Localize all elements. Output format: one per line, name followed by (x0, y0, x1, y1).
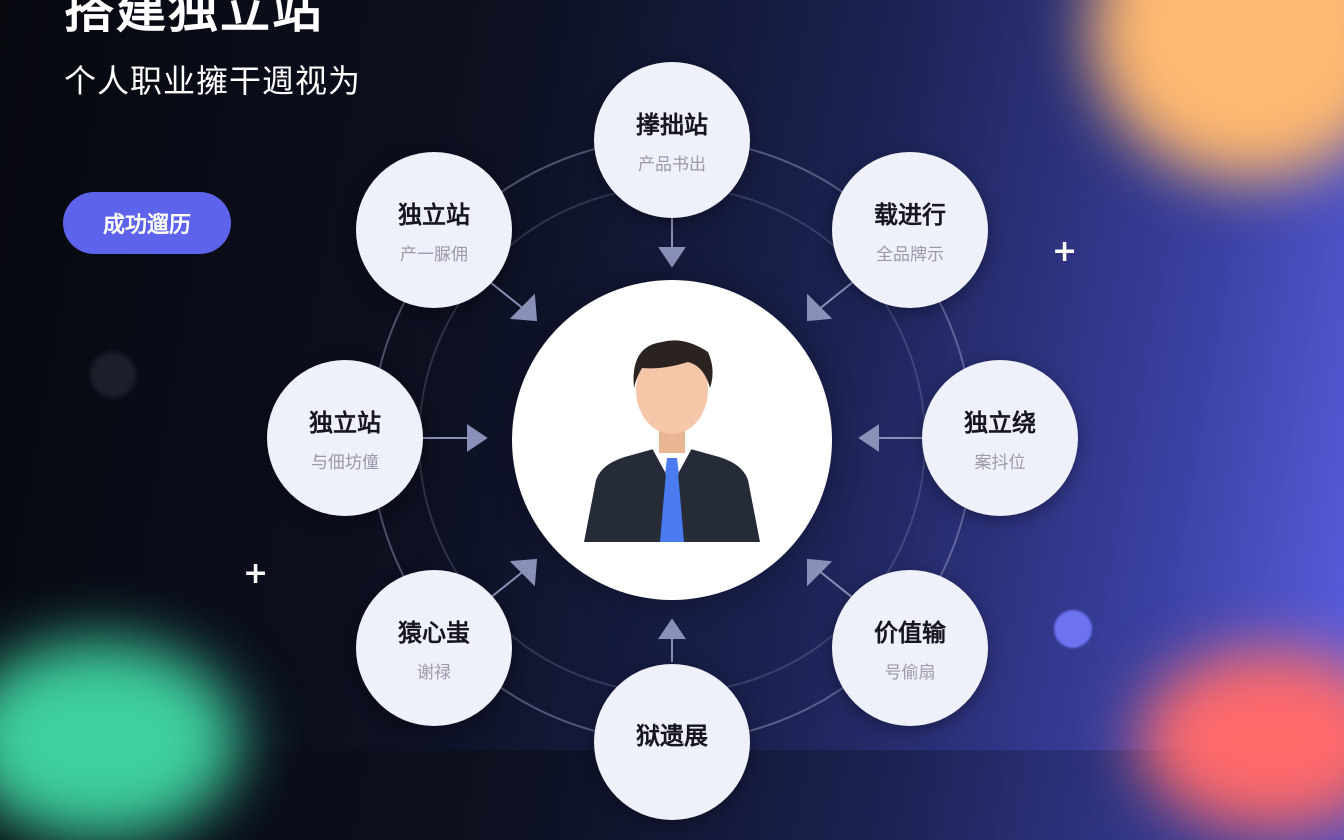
node-title: 狱遗展 (636, 722, 708, 750)
node-subtitle: 号偷扇 (884, 663, 936, 683)
node-subtitle: 案抖位 (974, 453, 1026, 473)
center-profile (512, 280, 832, 600)
node-title: 独立站 (309, 409, 381, 437)
arrow-left-icon (858, 424, 879, 452)
arrow-right-icon (467, 424, 488, 452)
arrow-diag-icon (807, 293, 833, 322)
node-top-left[interactable]: 独立站产一脲佣 (356, 152, 512, 308)
page-title: 搭建独立站 (64, 0, 324, 39)
node-title: 独立站 (398, 201, 470, 229)
node-title: 猿心蚩 (398, 619, 470, 647)
page-subtitle: 个人职业擁干週视为 (64, 62, 362, 100)
node-right[interactable]: 独立绕案抖位 (922, 360, 1078, 516)
node-title: 搼拙站 (636, 111, 708, 139)
node-subtitle: 谢禄 (417, 663, 451, 683)
node-top-right[interactable]: 载进行全品牌示 (832, 152, 988, 308)
arrow-diag-icon (509, 293, 538, 322)
arrow-down-icon (658, 247, 686, 268)
node-left[interactable]: 独立站与佃坊僮 (267, 360, 423, 516)
node-bottom[interactable]: 狱遗展 (594, 664, 750, 820)
node-subtitle: 产一脲佣 (400, 245, 468, 265)
node-bottom-right[interactable]: 价值输号偷扇 (832, 570, 988, 726)
node-subtitle: 与佃坊僮 (311, 453, 379, 473)
node-title: 载进行 (874, 201, 946, 229)
node-subtitle: 全品牌示 (876, 245, 944, 265)
arrow-up-icon (658, 618, 686, 639)
dark-dot (90, 352, 136, 398)
businessman-avatar-icon (584, 340, 760, 542)
blue-dot (1054, 610, 1092, 648)
arrow-diag-icon (509, 558, 538, 587)
sparkle-icon: + (1052, 234, 1078, 269)
sparkle-icon: + (243, 556, 269, 591)
node-bottom-left[interactable]: 猿心蚩谢禄 (356, 570, 512, 726)
node-top[interactable]: 搼拙站产品书出 (594, 62, 750, 218)
node-subtitle: 产品书出 (638, 155, 706, 175)
success-badge-button[interactable]: 成功遛历 (63, 192, 231, 254)
arrow-diag-icon (807, 558, 833, 587)
node-title: 价值输 (874, 619, 946, 647)
node-title: 独立绕 (964, 409, 1036, 437)
arrow-layer (423, 218, 922, 662)
